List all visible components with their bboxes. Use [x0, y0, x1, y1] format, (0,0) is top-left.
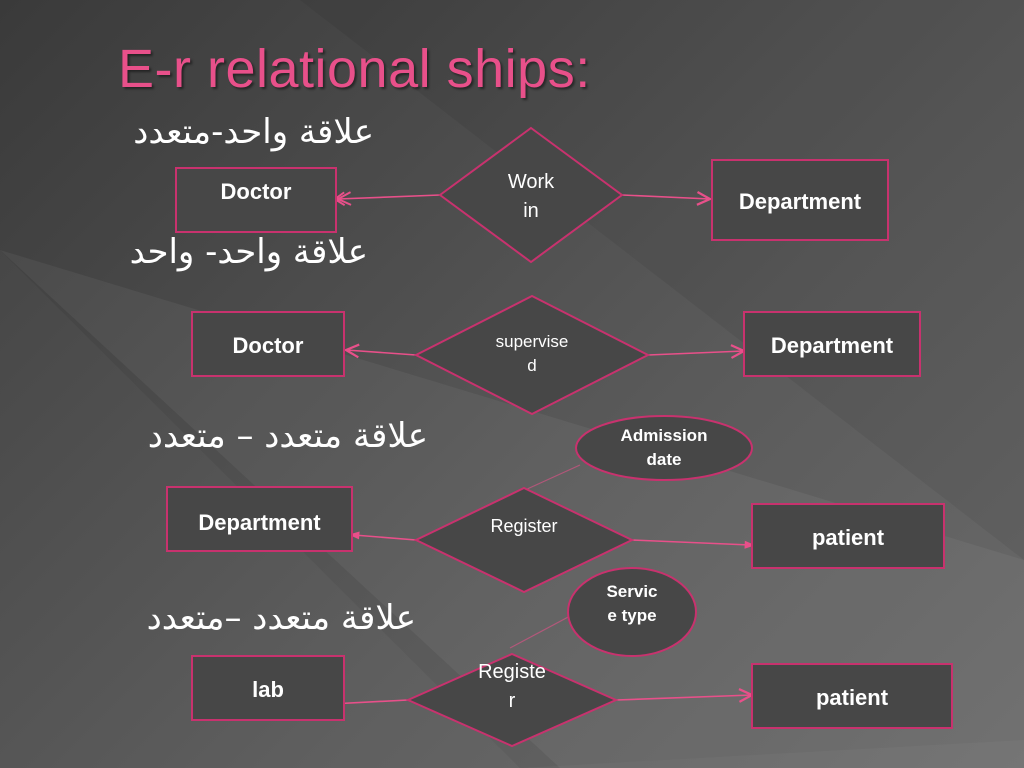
row-3-arabic-label: علاقة متعدد – متعدد: [147, 416, 428, 456]
row-2-left-connector: [343, 343, 417, 359]
row-3-right-connector: [631, 539, 756, 549]
row-2-right-connector: [647, 344, 747, 359]
row-2-left-entity-label: Doctor: [232, 333, 304, 358]
row-4-arabic-label: علاقة متعدد –متعدد: [146, 598, 416, 638]
row-4-right-entity-label: patient: [815, 685, 889, 710]
slide-title: E-r relational ships:: [118, 39, 591, 99]
row-4-attribute-connector: [509, 614, 573, 649]
row-3-attribute-line-2: date: [646, 450, 682, 469]
row-2-arabic-label: علاقة واحد- واحد: [129, 232, 368, 272]
row-3-right-entity: patient: [751, 503, 945, 569]
row-1-right-entity-label: Department: [738, 189, 862, 214]
row-1-relationship-diamond: [438, 126, 624, 264]
row-4-attribute-label: Servic e type: [582, 580, 682, 628]
row-3-left-entity-label: Department: [198, 510, 321, 535]
row-1-right-connector: [621, 191, 713, 206]
row-2-relationship-diamond: [413, 294, 651, 416]
row-3-attribute-connector: [524, 464, 581, 491]
row-4-attribute-line-2: e type: [607, 606, 657, 625]
row-4-attribute-ellipse: [567, 567, 697, 657]
row-2-relationship-label: supervise d: [472, 330, 592, 378]
row-3-relationship-diamond: [413, 486, 635, 594]
row-4-left-entity: lab: [191, 655, 345, 721]
row-4-attribute-line-1: Servic: [606, 582, 658, 601]
row-4-left-entity-label: lab: [252, 677, 284, 702]
row-4-relationship-diamond: [405, 652, 619, 748]
row-3-relationship-line-1: Register: [490, 516, 558, 536]
row-3-left-entity: Department: [166, 486, 353, 552]
row-1-left-entity: Doctor: [175, 167, 337, 233]
row-1-left-entity-label: Doctor: [220, 179, 292, 204]
row-4-right-connector: [615, 688, 755, 703]
row-3-left-connector: [348, 531, 417, 541]
row-3-relationship-label: Register: [464, 512, 584, 541]
row-1-arabic-label: علاقة واحد-متعدد: [133, 112, 374, 152]
row-2-left-entity: Doctor: [191, 311, 345, 377]
row-1-relationship-label: Work in: [481, 168, 581, 226]
row-4-relationship-line-2: r: [508, 690, 516, 712]
row-2-relationship-line-1: supervise: [495, 332, 569, 351]
row-3-attribute-line-1: Admission: [620, 426, 708, 445]
row-2-right-entity-label: Department: [770, 333, 894, 358]
row-3-attribute-ellipse: [575, 415, 753, 481]
row-3-attribute-label: Admission date: [594, 424, 734, 472]
row-1-relationship-line-2: in: [523, 200, 539, 222]
row-2-right-entity: Department: [743, 311, 921, 377]
row-4-relationship-label: Registe r: [462, 658, 562, 716]
row-2-relationship-line-2: d: [527, 356, 537, 375]
row-4-relationship-line-1: Registe: [478, 661, 546, 683]
row-1-right-entity: Department: [711, 159, 889, 241]
row-1-relationship-line-1: Work: [507, 171, 555, 193]
row-4-right-entity: patient: [751, 663, 953, 729]
row-1-left-connector: [338, 195, 441, 199]
row-3-right-entity-label: patient: [811, 525, 885, 550]
